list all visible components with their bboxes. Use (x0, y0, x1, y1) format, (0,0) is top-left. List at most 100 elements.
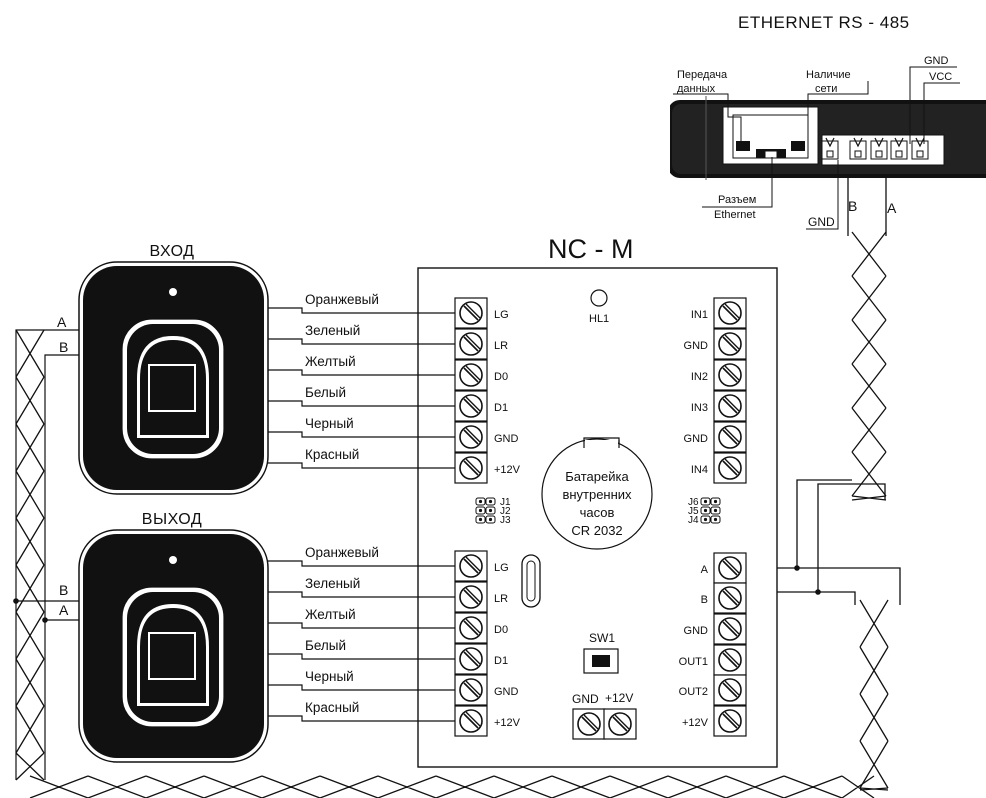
terminal-label: +12V (494, 464, 521, 476)
terminal-in2[interactable] (713, 359, 747, 391)
terminal-reader1-d1[interactable] (454, 390, 488, 422)
jumper-j6[interactable] (700, 497, 721, 506)
wire-color-label: Зеленый (305, 323, 360, 338)
wire-color-label: Красный (305, 447, 359, 462)
terminal-reader2-d1[interactable] (454, 643, 488, 675)
fingerprint-reader-2: ВЫХОДОранжевыйЗеленыйЖелтыйБелыйЧерныйКр… (78, 511, 455, 763)
reader-wire (268, 400, 455, 407)
terminal-label: OUT2 (679, 686, 708, 698)
controller-board: NC - M LGLRD0D1GND+12VLGLRD0D1GND+12VIN1… (417, 234, 778, 768)
wire-color-label: Зеленый (305, 576, 360, 591)
terminal-reader2-d0[interactable] (454, 612, 488, 644)
terminal-label: IN2 (691, 371, 708, 383)
terminal-label: GND (494, 433, 519, 445)
terminal-label: GND (684, 625, 709, 637)
terminal-label: D1 (494, 402, 508, 414)
jumper-label: J5 (688, 506, 699, 517)
power-gnd-label: GND (572, 692, 599, 706)
rs485-pin (821, 140, 839, 160)
data-tx-label-2: данных (677, 83, 716, 95)
terminal-in3[interactable] (713, 390, 747, 422)
reader-heading: ВЫХОД (142, 511, 202, 528)
jumper-j3[interactable] (475, 515, 496, 524)
rs485-pin (890, 140, 908, 160)
terminal-reader1-gnd[interactable] (454, 421, 488, 453)
terminal-out-a[interactable] (713, 552, 747, 584)
terminal-label: GND (684, 433, 709, 445)
jumper-j1[interactable] (475, 497, 496, 506)
twisted-pair-vertical (15, 329, 45, 781)
terminal-reader1-+12v[interactable] (454, 452, 488, 484)
terminal-in4[interactable] (713, 452, 747, 484)
reader-wire (268, 591, 455, 598)
terminal-out-b[interactable] (713, 582, 747, 614)
ethernet-label-2: Ethernet (714, 209, 756, 221)
terminal-label: OUT1 (679, 656, 708, 668)
bus-label: B (59, 582, 68, 598)
reader-wire (268, 653, 455, 660)
terminal-reader1-lg[interactable] (454, 297, 488, 329)
terminal-label: D1 (494, 655, 508, 667)
led-hl1 (590, 289, 608, 307)
terminal-power-12v[interactable] (603, 708, 637, 740)
terminal-out-out2[interactable] (713, 674, 747, 706)
jumper-label: J1 (500, 497, 511, 508)
rs485-terminal-block (821, 134, 945, 166)
rs485-pin (911, 140, 929, 160)
jumper-label: J2 (500, 506, 511, 517)
fingerprint-readers: ВХОДОранжевыйЗеленыйЖелтыйБелыйЧерныйКра… (78, 243, 455, 763)
jumper-label: J4 (688, 515, 699, 526)
rs485-pin (849, 140, 867, 160)
jumper-label: J6 (688, 497, 699, 508)
module-title: ETHERNET RS - 485 (738, 13, 910, 32)
jumper-j4[interactable] (700, 515, 721, 524)
terminal-out-out1[interactable] (713, 644, 747, 676)
controller-title: NC - M (548, 234, 633, 264)
jumper-j2[interactable] (475, 506, 496, 515)
terminal-label: GND (494, 686, 519, 698)
ethernet-socket (722, 106, 819, 165)
terminal-reader2-lg[interactable] (454, 550, 488, 582)
terminal-gnd[interactable] (713, 328, 747, 360)
terminal-reader1-d0[interactable] (454, 359, 488, 391)
wire-color-label: Белый (305, 385, 346, 400)
terminal-label: A (701, 564, 709, 576)
terminal-reader2-lr[interactable] (454, 581, 488, 613)
battery-line-3: часов (580, 505, 615, 520)
reader-wire (268, 560, 455, 567)
terminal-label: LG (494, 309, 509, 321)
terminal-reader1-lr[interactable] (454, 328, 488, 360)
terminal-in1[interactable] (713, 297, 747, 329)
terminal-reader2-+12v[interactable] (454, 705, 488, 737)
terminal-out-+12v[interactable] (713, 705, 747, 737)
terminal-label: IN1 (691, 309, 708, 321)
terminal-power-gnd[interactable] (572, 708, 606, 740)
terminal-reader2-gnd[interactable] (454, 674, 488, 706)
jumper-j5[interactable] (700, 506, 721, 515)
wire-color-label: Желтый (305, 607, 356, 622)
reader-wire (268, 307, 455, 314)
data-tx-label-1: Передача (677, 69, 728, 81)
terminal-label: B (701, 594, 708, 606)
terminal-label: D0 (494, 624, 508, 636)
battery-holder: Батарейка внутренних часов CR 2032 (541, 437, 653, 550)
wire-color-label: Оранжевый (305, 545, 379, 560)
reader-wire (268, 462, 455, 469)
terminal-label: +12V (494, 717, 521, 729)
reader-wire (268, 369, 455, 376)
terminal-gnd[interactable] (713, 421, 747, 453)
terminal-label: +12V (682, 717, 709, 729)
wire-color-label: Белый (305, 638, 346, 653)
wire-color-label: Желтый (305, 354, 356, 369)
terminal-out-gnd[interactable] (713, 613, 747, 645)
wire-color-label: Красный (305, 700, 359, 715)
terminal-label: LG (494, 562, 509, 574)
battery-line-4: CR 2032 (571, 523, 622, 538)
led-label: HL1 (589, 313, 609, 325)
twisted-pair-cables (15, 160, 901, 798)
battery-line-1: Батарейка (565, 469, 629, 484)
reader-wire (268, 684, 455, 691)
network-label-1: Наличие (806, 69, 851, 81)
